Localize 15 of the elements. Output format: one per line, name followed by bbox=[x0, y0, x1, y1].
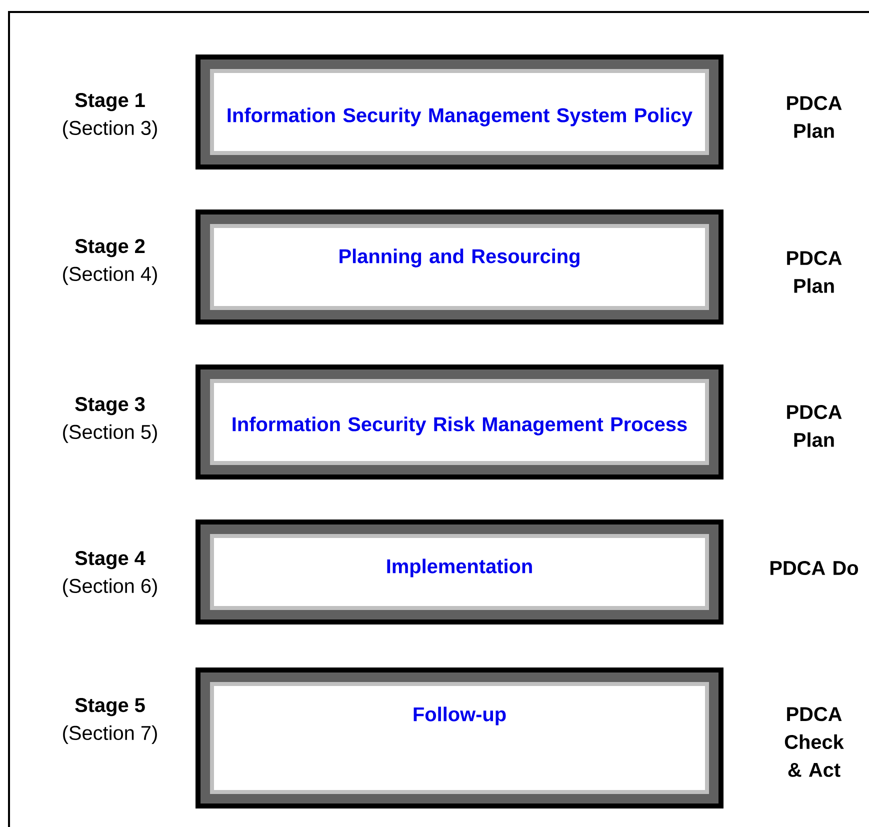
process-box: Follow-up bbox=[196, 668, 724, 808]
stage-label: Stage 4 (Section 6) bbox=[63, 551, 157, 597]
process-box: Implementation bbox=[196, 520, 724, 624]
process-box: Information Security Risk Management Process bbox=[196, 364, 724, 480]
pdca-label: PDCA Plan bbox=[787, 96, 842, 138]
stage-label: Stage 2 (Section 4) bbox=[63, 239, 157, 285]
stage-label: Stage 5 (Section 7) bbox=[63, 698, 157, 744]
stage-label: Stage 1 (Section 3) bbox=[63, 93, 157, 139]
pdca-label: PDCA Do bbox=[770, 560, 858, 576]
pdca-label: PDCA Plan bbox=[787, 405, 842, 447]
process-box: Planning and Resourcing bbox=[196, 210, 724, 324]
pdca-label: PDCA Plan bbox=[787, 251, 842, 293]
stage-label: Stage 3 (Section 5) bbox=[63, 397, 157, 443]
process-box: Information Security Management System Policy bbox=[196, 54, 724, 170]
pdca-label: PDCA Check & Act bbox=[784, 707, 844, 777]
